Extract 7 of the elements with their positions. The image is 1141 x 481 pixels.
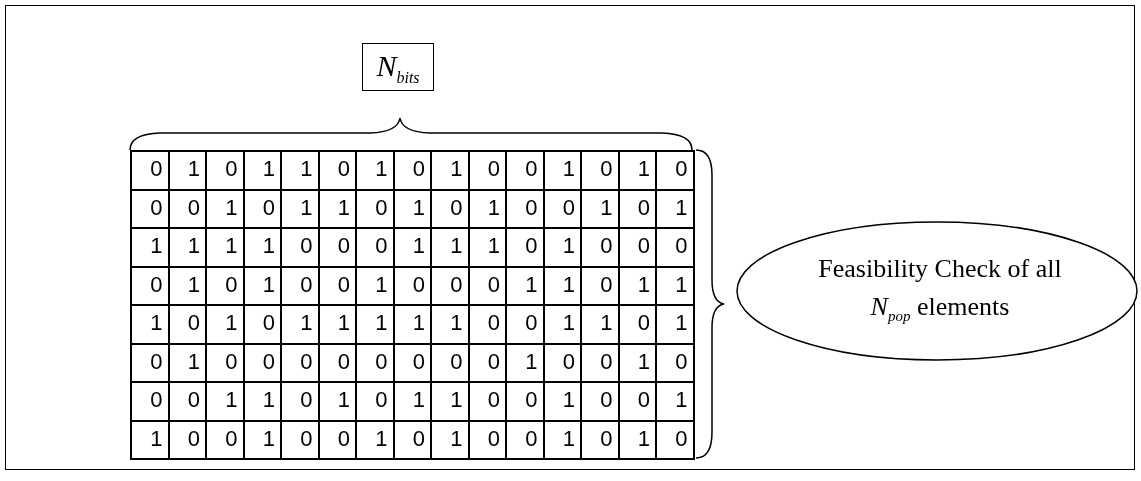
- table-cell: 0: [655, 419, 695, 460]
- node-text: Feasibility Check of all N$_{pop}$ elements: [817, 253, 1063, 327]
- process-ellipse: [735, 220, 1139, 362]
- variable-box: N$_{bits}$: [362, 43, 434, 91]
- table-cell: 0: [130, 150, 170, 191]
- table-cell: 1: [130, 419, 170, 460]
- table-cell: 0: [655, 150, 695, 191]
